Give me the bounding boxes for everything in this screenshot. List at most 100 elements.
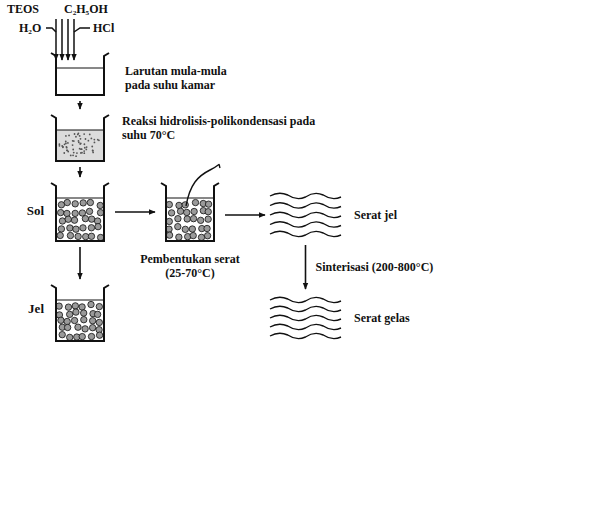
sol-particle xyxy=(205,216,211,222)
stipple-dot xyxy=(81,148,83,150)
input-leader xyxy=(74,28,90,32)
beaker-node: Pembentukan serat (25-70°C) xyxy=(158,180,222,244)
stipple-dot xyxy=(79,135,81,137)
fiber-bundle: Serat jel xyxy=(268,188,343,242)
stipple-dot xyxy=(65,141,67,143)
stipple-dot xyxy=(92,150,94,152)
input-label: TEOS xyxy=(6,2,40,16)
stipple-dot xyxy=(74,133,76,135)
sol-particle xyxy=(80,310,86,316)
sol-particle xyxy=(190,215,196,221)
node-label: Reaksi hidrolisis-polikondensasi pada su… xyxy=(122,114,322,142)
beaker-node: Jel xyxy=(48,282,112,344)
stipple-dot xyxy=(85,138,87,140)
stipple-dot xyxy=(62,146,64,148)
liquid-level xyxy=(56,300,104,301)
sol-particle xyxy=(59,331,65,337)
sol-particle xyxy=(197,217,203,223)
sol-particle xyxy=(81,316,87,322)
stipple-dot xyxy=(89,134,91,136)
liquid xyxy=(166,198,214,240)
stipple-dot xyxy=(79,148,81,150)
sol-particle xyxy=(66,311,72,317)
node-shape xyxy=(158,180,222,244)
sol-particle xyxy=(67,334,73,340)
sol-particle xyxy=(58,202,64,208)
sol-particle xyxy=(97,234,103,240)
sol-particle xyxy=(176,202,182,208)
liquid xyxy=(56,300,104,340)
stipple-dot xyxy=(77,134,79,136)
sol-particle xyxy=(64,199,70,205)
sol-particle xyxy=(177,208,183,214)
sol-particle xyxy=(71,217,77,223)
sol-particle xyxy=(95,223,101,229)
stipple-dot xyxy=(92,150,94,152)
sol-particle xyxy=(71,317,77,323)
sol-particle xyxy=(168,210,174,216)
sol-particle xyxy=(88,301,94,307)
stipple-dot xyxy=(62,146,64,148)
flow-arrow xyxy=(79,101,81,109)
sol-particle xyxy=(184,216,190,222)
sol-particle xyxy=(89,318,95,324)
input-label: HCl xyxy=(92,21,115,35)
flow-arrow xyxy=(305,245,307,289)
stipple-dot xyxy=(64,143,66,145)
sol-particle xyxy=(58,317,64,323)
fiber-strand xyxy=(270,306,341,311)
fiber-strand xyxy=(270,324,341,329)
stipple-dot xyxy=(80,138,82,140)
node-label: Larutan mula-mula pada suhu kamar xyxy=(125,64,240,92)
sol-particle xyxy=(97,209,103,215)
sol-particle xyxy=(182,202,188,208)
stipple-dot xyxy=(98,139,100,141)
input-arrow xyxy=(61,19,63,60)
sol-particle xyxy=(64,210,70,216)
sol-particle xyxy=(82,215,88,221)
flow-arrow xyxy=(79,167,81,177)
input-arrow xyxy=(67,19,69,60)
sol-particle xyxy=(75,324,81,330)
sol-particle xyxy=(73,309,79,315)
sol-particle xyxy=(88,233,94,239)
stipple-dot xyxy=(93,139,95,141)
liquid-level xyxy=(166,198,214,199)
sol-particle xyxy=(87,199,93,205)
stipple-dot xyxy=(65,135,67,137)
stipple-dot xyxy=(83,143,85,145)
flow-arrow xyxy=(225,214,265,216)
sol-particle xyxy=(96,332,102,338)
stipple-dot xyxy=(66,147,68,149)
stipple-dot xyxy=(80,152,82,154)
node-shape xyxy=(268,292,343,344)
stipple-dot xyxy=(72,149,74,151)
fiber-strand xyxy=(270,193,341,198)
sol-particle xyxy=(97,202,103,208)
stipple-dot xyxy=(79,143,81,145)
stipple-dot xyxy=(63,152,65,154)
stipple-dot xyxy=(87,140,89,142)
stipple-dot xyxy=(90,138,92,140)
sol-particle xyxy=(182,226,188,232)
node-shape xyxy=(48,112,112,164)
sol-particle xyxy=(64,324,70,330)
beaker-node: Reaksi hidrolisis-polikondensasi pada su… xyxy=(48,112,112,164)
stipple-dot xyxy=(72,144,74,146)
node-shape xyxy=(48,50,112,98)
sol-particle xyxy=(191,208,197,214)
input-leader xyxy=(46,28,56,32)
stipple-dot xyxy=(67,142,69,144)
node-shape xyxy=(268,188,343,242)
fiber-strand xyxy=(270,333,341,338)
stipple-dot xyxy=(83,152,85,154)
stipple-dot xyxy=(78,140,80,142)
fiber-strand xyxy=(270,203,341,208)
stipple-dot xyxy=(72,154,74,156)
node-label: Pembentukan serat (25-70°C) xyxy=(133,252,247,280)
beaker-outline xyxy=(51,115,109,161)
liquid xyxy=(56,198,104,240)
input-label: H₂O xyxy=(18,21,42,35)
